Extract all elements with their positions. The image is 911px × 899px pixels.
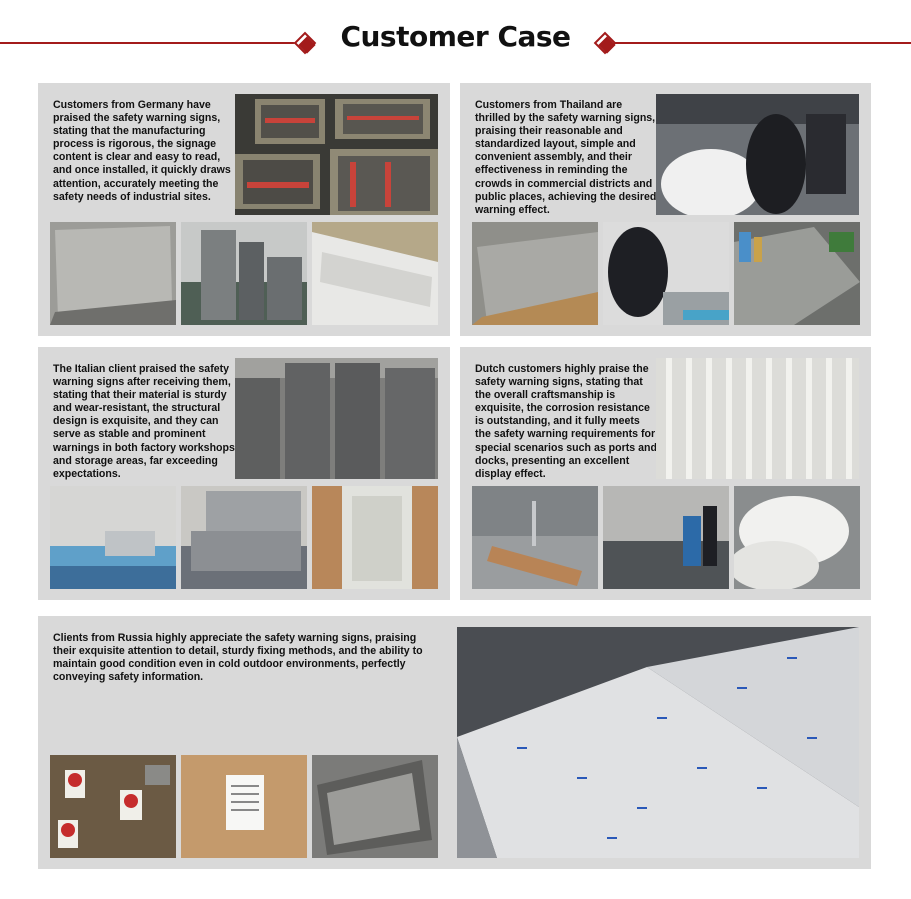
case-photo-italy-main — [235, 358, 438, 479]
case-photo-italy-2 — [181, 486, 307, 589]
page-title: Customer Case — [340, 20, 571, 53]
case-photo-germany-1 — [50, 222, 176, 325]
case-photo-netherlands-main — [656, 358, 859, 479]
case-panel-netherlands: Dutch customers highly praise the safety… — [460, 347, 871, 600]
case-photo-italy-3 — [312, 486, 438, 589]
case-panel-germany: Customers from Germany have praised the … — [38, 83, 450, 336]
case-photo-netherlands-3 — [734, 486, 860, 589]
case-photo-thailand-3 — [734, 222, 860, 325]
case-photo-netherlands-1 — [472, 486, 598, 589]
case-photo-russia-2 — [181, 755, 307, 858]
header-line-right — [614, 42, 911, 44]
case-photo-italy-1 — [50, 486, 176, 589]
case-photo-thailand-2 — [603, 222, 729, 325]
case-text-thailand: Customers from Thailand are thrilled by … — [475, 99, 657, 216]
case-text-germany: Customers from Germany have praised the … — [53, 99, 231, 203]
case-panel-russia: Clients from Russia highly appreciate th… — [38, 616, 871, 869]
header-line-left — [0, 42, 296, 44]
case-photo-thailand-main — [656, 94, 859, 215]
case-photo-germany-3 — [312, 222, 438, 325]
case-photo-netherlands-2 — [603, 486, 729, 589]
case-photo-russia-1 — [50, 755, 176, 858]
case-photo-russia-3 — [312, 755, 438, 858]
case-text-italy: The Italian client praised the safety wa… — [53, 363, 235, 480]
case-photo-thailand-1 — [472, 222, 598, 325]
case-photo-germany-2 — [181, 222, 307, 325]
section-header: Customer Case — [0, 0, 911, 82]
case-text-netherlands: Dutch customers highly praise the safety… — [475, 363, 657, 480]
case-photo-russia-main — [457, 627, 859, 858]
case-panel-italy: The Italian client praised the safety wa… — [38, 347, 450, 600]
case-panel-thailand: Customers from Thailand are thrilled by … — [460, 83, 871, 336]
case-text-russia: Clients from Russia highly appreciate th… — [53, 632, 423, 684]
case-photo-germany-main — [235, 94, 438, 215]
